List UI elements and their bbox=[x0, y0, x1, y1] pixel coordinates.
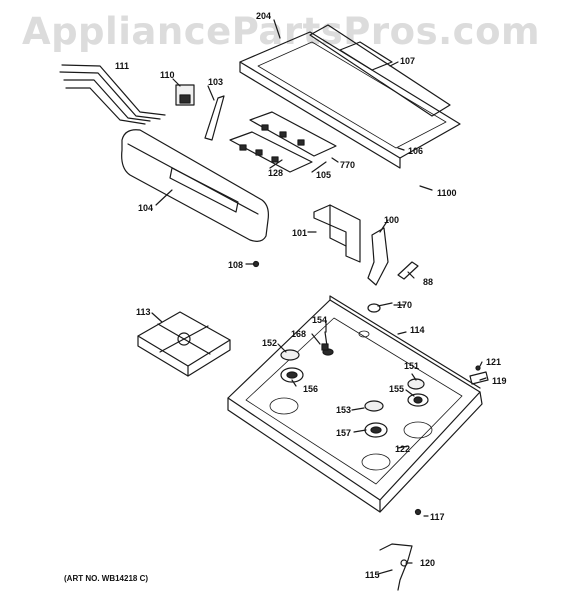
part-120-label: 120 bbox=[420, 558, 436, 568]
part-107-label: 107 bbox=[400, 56, 416, 66]
watermark: AppliancePartsPros.com bbox=[21, 10, 541, 53]
part-104-label: 104 bbox=[138, 203, 154, 213]
part-153-label: 153 bbox=[336, 405, 352, 415]
part-88-label: 88 bbox=[423, 277, 434, 287]
clip-drawing bbox=[397, 261, 419, 280]
cap-152-drawing bbox=[280, 349, 300, 361]
part-157-label: 157 bbox=[336, 428, 352, 438]
part-103-label: 103 bbox=[208, 77, 224, 87]
backsplash-drawing bbox=[239, 31, 461, 169]
screw-170-drawing bbox=[367, 302, 393, 313]
screw-drawing bbox=[419, 185, 433, 191]
art-number: (ART NO. WB14218 C) bbox=[64, 574, 149, 583]
part-114-label: 114 bbox=[410, 325, 425, 335]
part-168-label: 168 bbox=[291, 329, 307, 339]
part-105-label: 105 bbox=[316, 170, 332, 180]
part-117-label: 117 bbox=[430, 512, 445, 522]
part-119-label: 119 bbox=[492, 376, 507, 386]
part-100-label: 100 bbox=[384, 215, 400, 225]
bracket-drawing bbox=[204, 95, 225, 141]
control-panel-drawing bbox=[121, 129, 269, 242]
part-110-label: 110 bbox=[160, 70, 175, 80]
vertical-bracket-drawing bbox=[367, 227, 389, 286]
part-128-label: 128 bbox=[268, 168, 284, 178]
part-170-label: 170 bbox=[397, 300, 413, 310]
igniter-168-drawing bbox=[321, 343, 329, 351]
screw-122-drawing bbox=[397, 445, 409, 449]
tube-drawing bbox=[379, 543, 413, 591]
grate-drawing bbox=[137, 311, 231, 377]
wire-harness-drawing bbox=[59, 64, 166, 125]
screw-117-drawing bbox=[414, 508, 422, 516]
trim-drawing bbox=[309, 24, 451, 117]
part-111-label: 111 bbox=[115, 61, 130, 71]
part-155-label: 155 bbox=[389, 384, 405, 394]
part-121-label: 121 bbox=[486, 357, 502, 367]
part-115-label: 115 bbox=[365, 570, 380, 580]
part-152-label: 152 bbox=[262, 338, 278, 348]
switch-drawing bbox=[175, 84, 195, 106]
part-1100-label: 1100 bbox=[437, 188, 457, 198]
leader-lines bbox=[151, 19, 487, 575]
side-bracket-drawing bbox=[313, 204, 361, 263]
part-101-label: 101 bbox=[292, 228, 308, 238]
part-108-label: 108 bbox=[228, 260, 244, 270]
bracket-119-drawing bbox=[469, 371, 489, 385]
part-106-label: 106 bbox=[408, 146, 424, 156]
part-154-label: 154 bbox=[312, 315, 328, 325]
burners-drawing bbox=[269, 330, 433, 471]
part-113-label: 113 bbox=[136, 307, 151, 317]
cooktop-drawing bbox=[227, 295, 483, 513]
part-156-label: 156 bbox=[303, 384, 319, 394]
part-204-label: 204 bbox=[256, 11, 272, 21]
screw-121-drawing bbox=[475, 365, 481, 371]
cap-153-drawing bbox=[364, 400, 384, 412]
part-151-label: 151 bbox=[404, 361, 420, 371]
part-770-label: 770 bbox=[340, 160, 356, 170]
part-122-label: 122 bbox=[395, 444, 411, 454]
control-board-drawing bbox=[229, 111, 337, 173]
